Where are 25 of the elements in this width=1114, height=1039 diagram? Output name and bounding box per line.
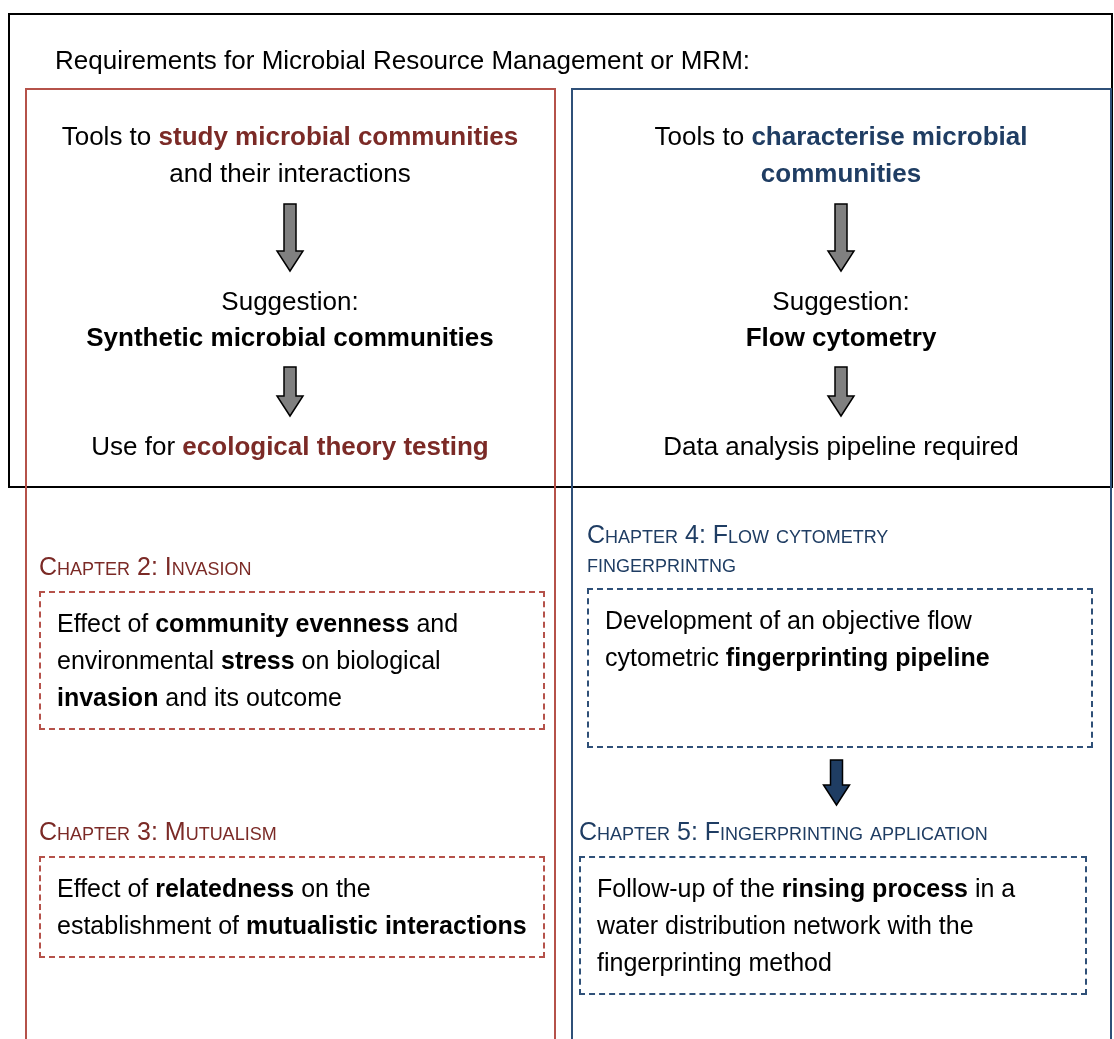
suggestion-label: Suggestion: [220,285,360,318]
block-arrow [826,203,856,273]
requirements-panel [8,13,1113,488]
chapter-heading: Chapter 4: Flow cytometry fingerprintng [587,520,890,578]
intro-text: Tools to study microbial communities and their interactions [55,118,525,192]
chapter-description: Effect of community evenness and environmental stress on biological invasion and its outcome [57,608,460,713]
panel-heading: Requirements for Microbial Resource Management or MRM: [55,45,751,76]
chapter-heading: Chapter 2: Invasion [39,552,253,581]
intro-text: Use for ecological theory testing [55,428,525,465]
suggestion-text: Synthetic microbial communities [85,321,495,354]
column-panel [25,88,556,1039]
chapter-description: Effect of relatedness on the establishment of mutualistic interactions [57,873,527,941]
intro-text: Data analysis pipeline required [606,428,1076,465]
block-arrow [826,366,856,418]
block-arrow [822,759,851,807]
chapter-description: Follow-up of the rinsing process in a water distribution network with the fingerprinting method [597,873,1017,978]
suggestion-label: Suggestion: [771,285,911,318]
chapter-heading: Chapter 3: Mutualism [39,817,278,846]
column-panel [571,88,1112,1039]
suggestion-text: Flow cytometry [744,321,938,354]
intro-text: Tools to characterise microbial communities [606,118,1076,192]
block-arrow [275,366,305,418]
chapter-heading: Chapter 5: Fingerprinting application [579,817,989,846]
block-arrow [275,203,305,273]
chapter-description: Development of an objective flow cytometric fingerprinting pipeline [605,605,991,673]
